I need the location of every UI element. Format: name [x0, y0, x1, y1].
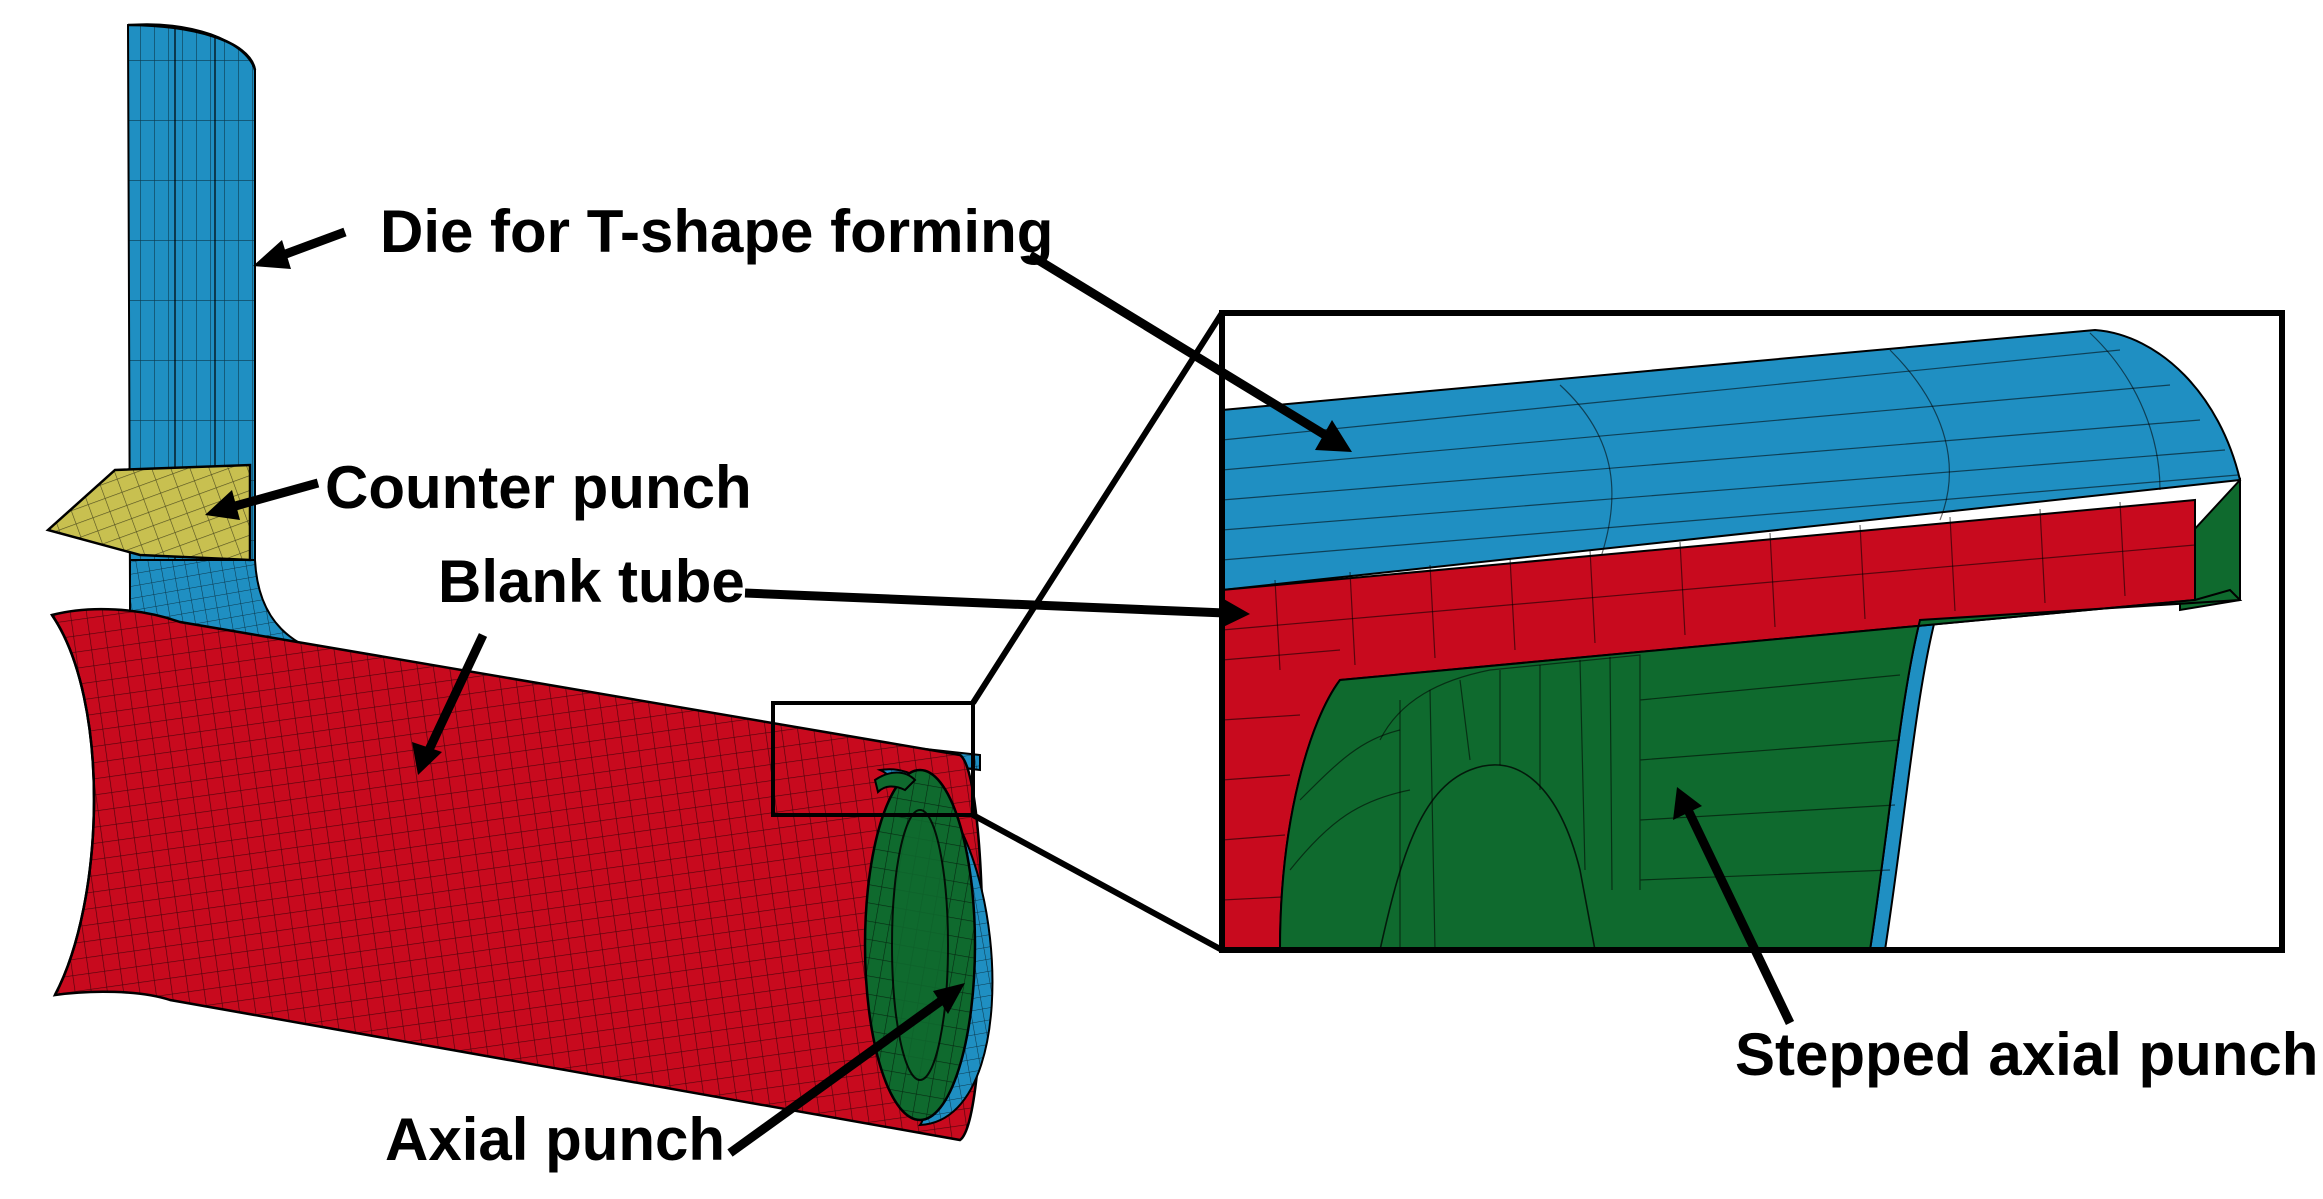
label-axial-punch: Axial punch [385, 1106, 725, 1173]
main-model [45, 23, 994, 1142]
arrow-axial-punch [727, 983, 965, 1157]
pointer-arrows [205, 227, 1795, 1157]
labels: Die for T-shape forming Counter punch Bl… [325, 198, 2318, 1173]
axial-punch [863, 768, 994, 1127]
label-counter-punch: Counter punch [325, 454, 752, 521]
zoom-connector-lines [970, 311, 1225, 953]
zoom-source-box [771, 701, 975, 817]
arrow-blank-tube-main [412, 633, 488, 775]
inset-stepped-axial-punch [1278, 588, 2243, 950]
label-die: Die for T-shape forming [380, 198, 1053, 265]
label-stepped-axial-punch: Stepped axial punch [1735, 1021, 2318, 1088]
arrow-stepped-axial-punch [1673, 787, 1795, 1025]
counter-punch [45, 463, 252, 562]
label-blank-tube: Blank tube [438, 548, 745, 615]
blank-tube [49, 607, 984, 1142]
arrow-die-inset [1027, 251, 1352, 452]
zoom-inset [1219, 310, 2285, 953]
arrow-counter-punch [205, 478, 320, 520]
arrow-blank-tube-inset [744, 588, 1250, 628]
arrow-die [253, 227, 347, 269]
